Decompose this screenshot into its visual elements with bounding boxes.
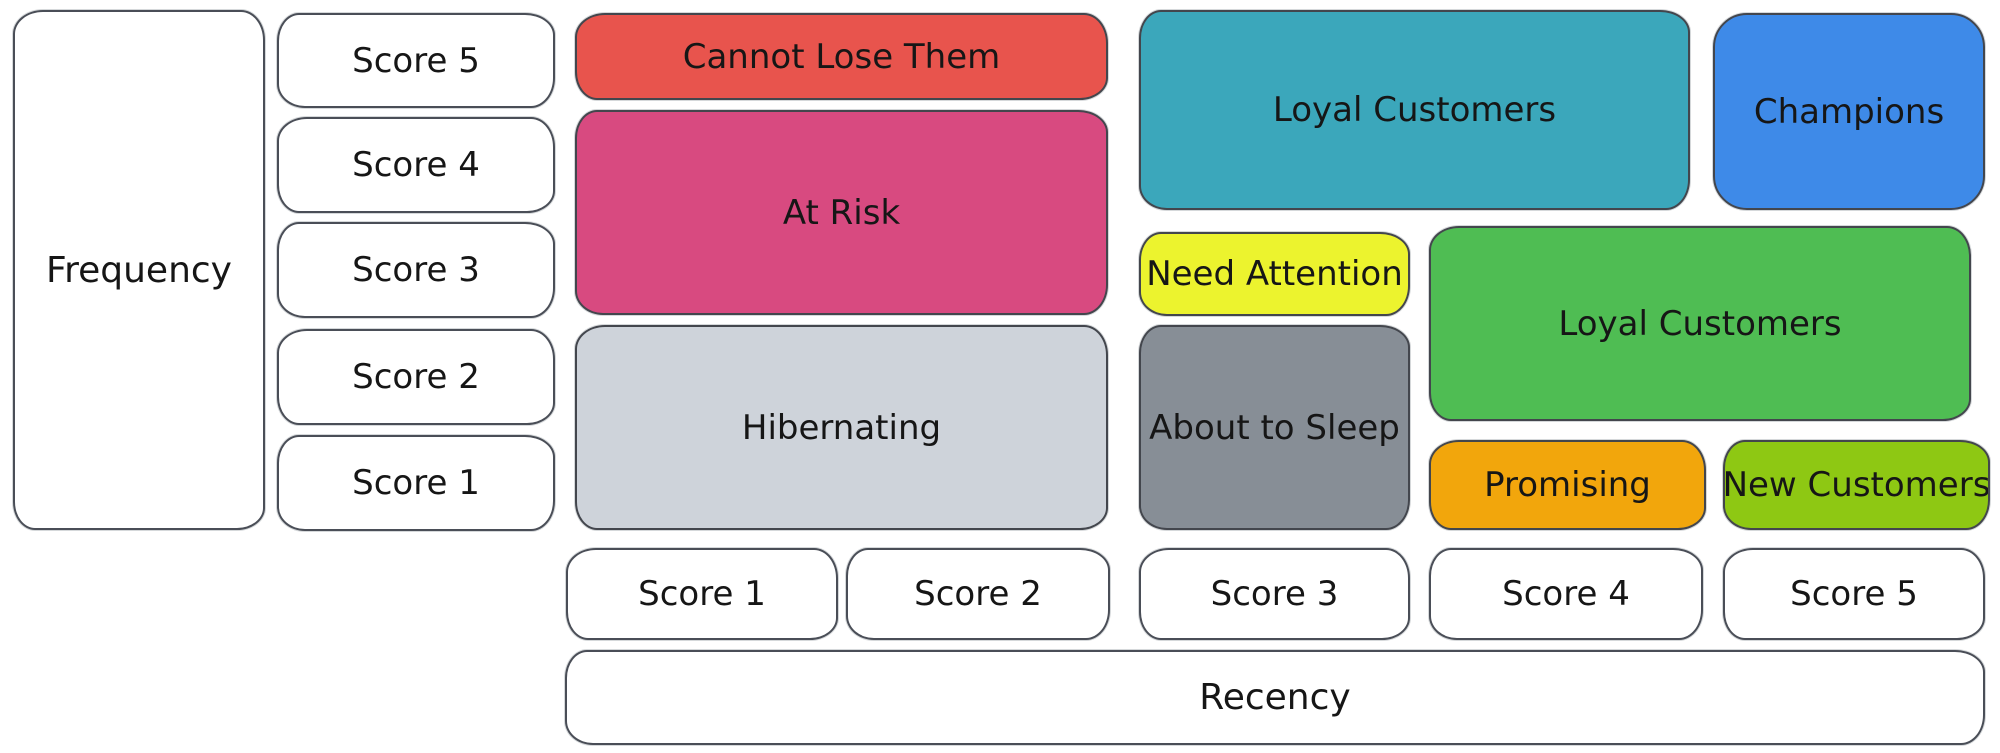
segment-need-attention: Need Attention (1139, 232, 1410, 316)
segment-champions: Champions (1713, 13, 1985, 210)
frequency-score-4: Score 4 (277, 117, 555, 213)
segment-about-to-sleep: About to Sleep (1139, 325, 1410, 530)
frequency-axis-label: Frequency (13, 10, 265, 530)
segment-loyal-customers-green: Loyal Customers (1429, 226, 1971, 421)
segment-loyal-customers-teal: Loyal Customers (1139, 10, 1690, 210)
recency-score-2: Score 2 (846, 548, 1110, 640)
recency-score-5: Score 5 (1723, 548, 1985, 640)
segment-hibernating: Hibernating (575, 325, 1108, 530)
frequency-score-5: Score 5 (277, 13, 555, 108)
recency-score-1: Score 1 (566, 548, 838, 640)
segment-new-customers: New Customers (1723, 440, 1990, 530)
recency-axis-label: Recency (565, 650, 1985, 745)
frequency-score-1: Score 1 (277, 435, 555, 531)
recency-score-3: Score 3 (1139, 548, 1410, 640)
segment-at-risk: At Risk (575, 110, 1108, 315)
segment-cannot-lose-them: Cannot Lose Them (575, 13, 1108, 100)
recency-score-4: Score 4 (1429, 548, 1703, 640)
frequency-score-3: Score 3 (277, 222, 555, 318)
segment-promising: Promising (1429, 440, 1706, 530)
frequency-score-2: Score 2 (277, 329, 555, 425)
